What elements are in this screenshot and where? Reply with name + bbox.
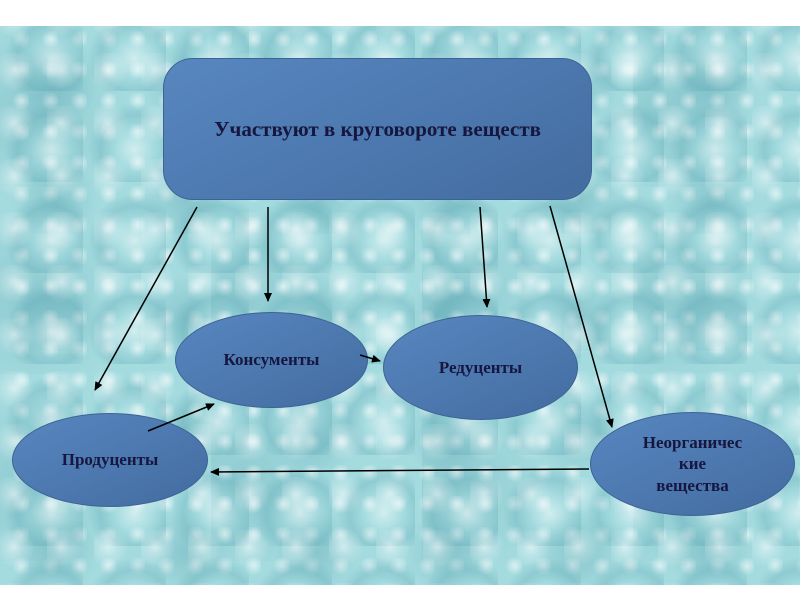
title-box: Участвуют в круговороте веществ [163,58,592,200]
arrow-title-to-reducers [479,206,491,308]
arrow-inorganic-to-producers [210,467,590,476]
node-consumers-label: Консументы [223,350,320,370]
top-white-bar [0,0,800,26]
bottom-white-bar [0,585,800,600]
node-inorganic-label: Неорганичес кие вещества [642,433,743,495]
node-reducers-label: Редуценты [438,357,523,377]
title-box-label: Участвуют в круговороте веществ [214,116,541,141]
node-inorganic: Неорганичес кие вещества [590,412,795,516]
node-consumers: Консументы [175,312,368,408]
node-producers-label: Продуценты [61,450,159,470]
node-producers: Продуценты [12,413,208,507]
node-reducers: Редуценты [383,315,578,420]
